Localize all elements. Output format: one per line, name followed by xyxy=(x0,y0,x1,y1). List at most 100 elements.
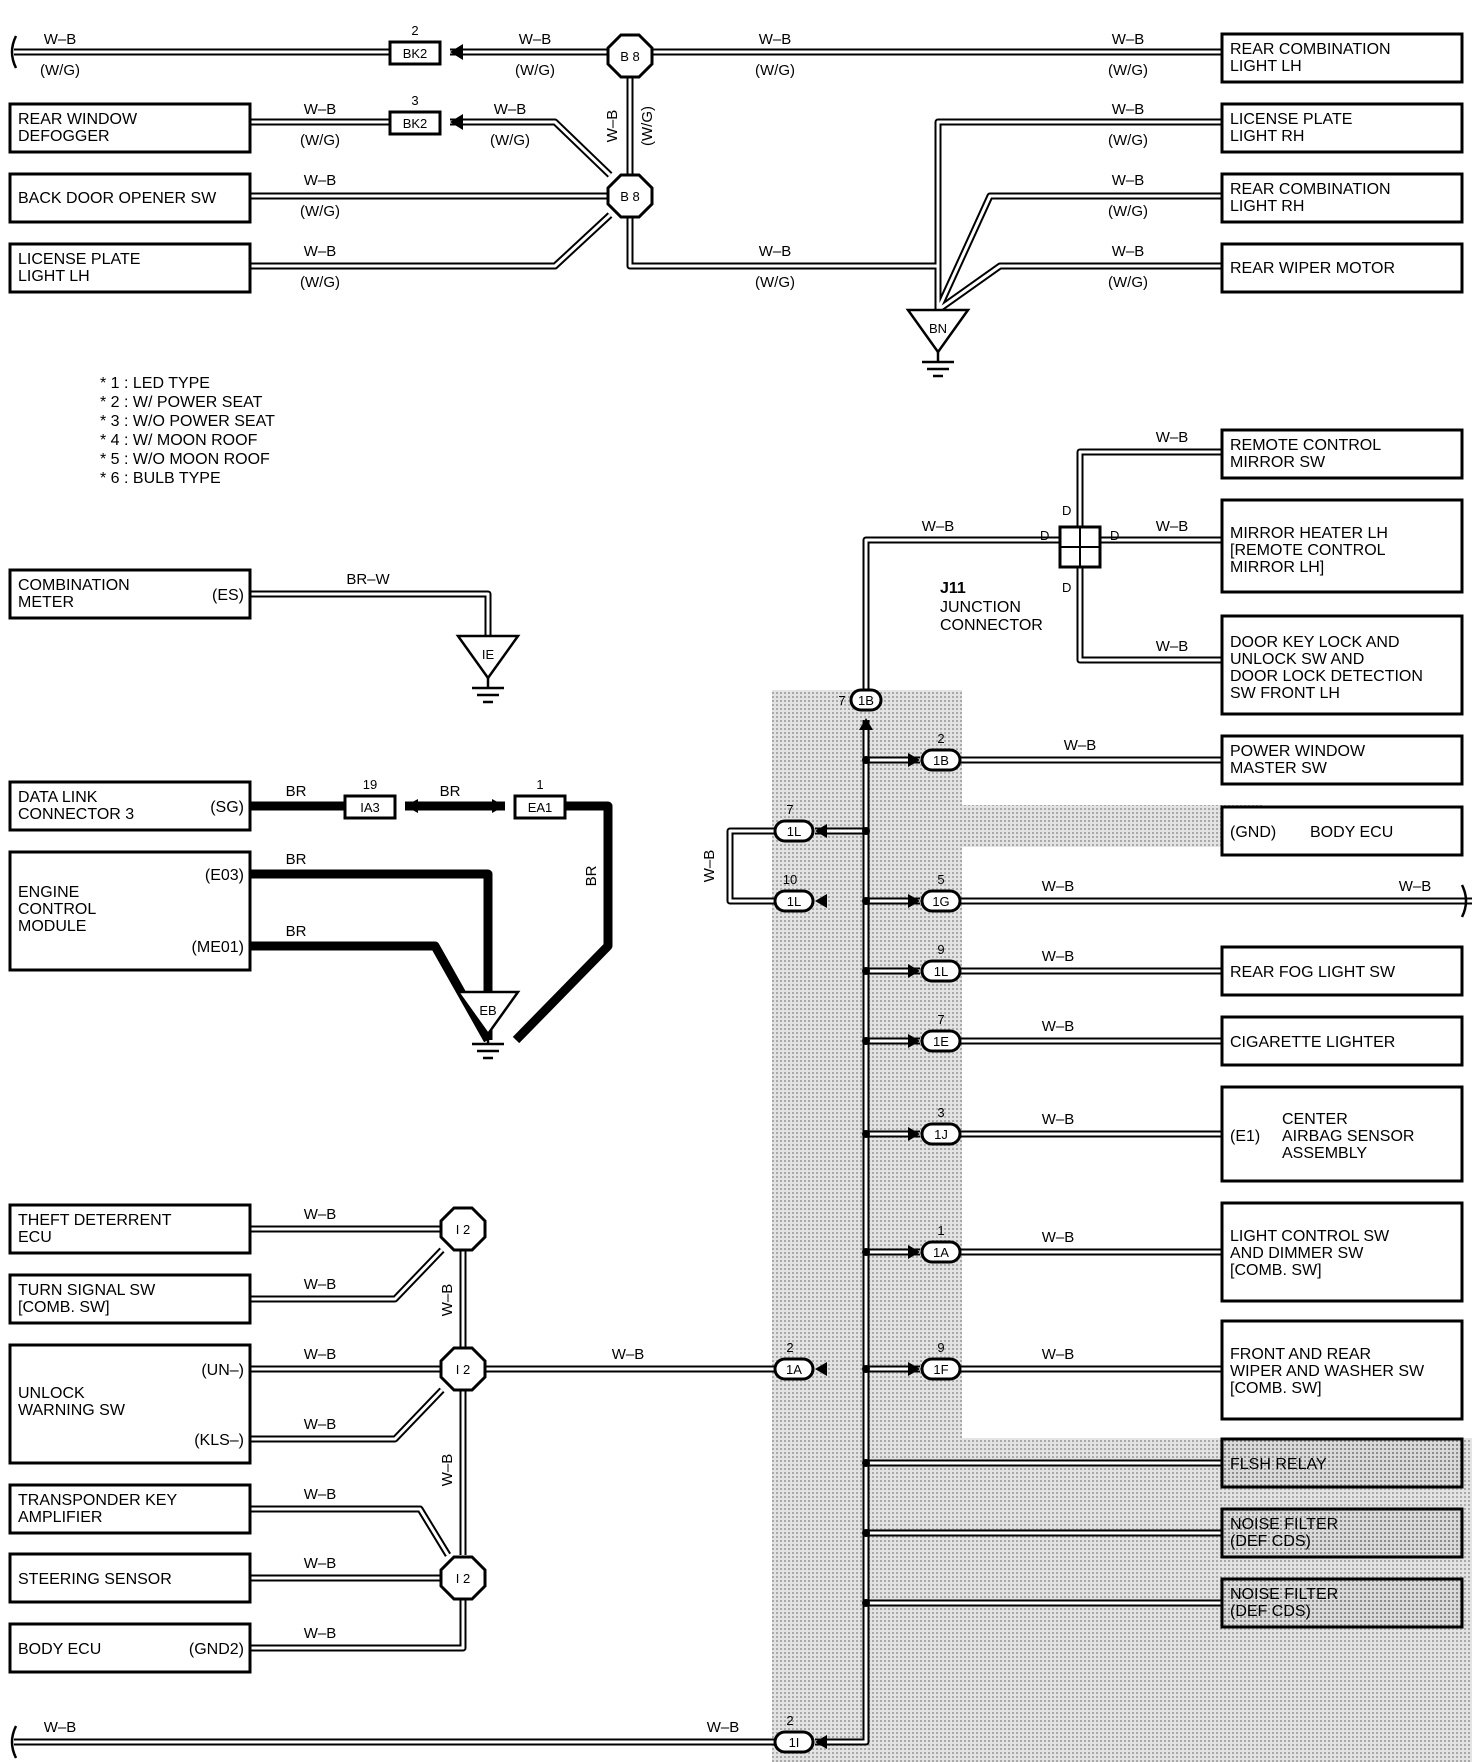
wire-label: W–B xyxy=(1042,1229,1075,1246)
unlock-warning-1: UNLOCK xyxy=(18,1385,85,1402)
wire-label: W–B xyxy=(304,1206,337,1223)
box-theft xyxy=(8,1203,252,1255)
pin-e03: (E03) xyxy=(205,867,244,884)
light-control-3: [COMB. SW] xyxy=(1230,1262,1322,1279)
license-lh-2: LIGHT LH xyxy=(18,268,90,285)
pin-gnd2: (GND2) xyxy=(189,1641,244,1658)
connector-1j xyxy=(920,1122,962,1146)
data-link-1: DATA LINK xyxy=(18,789,98,806)
c1e-code: 1E xyxy=(933,1034,949,1049)
b8-mid-code: B 8 xyxy=(620,189,640,204)
wire-label: W–B xyxy=(304,1346,337,1363)
wire-label: W–B xyxy=(44,31,77,48)
wire-label: (W/G) xyxy=(300,203,340,220)
rear-comb-rh-1: REAR COMBINATION xyxy=(1230,181,1391,198)
wire-label: W–B xyxy=(1042,878,1075,895)
door-key-4: SW FRONT LH xyxy=(1230,685,1340,702)
legend-line: * 3 : W/O POWER SEAT xyxy=(100,413,275,430)
pin-num: 9 xyxy=(937,942,944,957)
wire-label: W–B xyxy=(304,1555,337,1572)
box-remote-mirror xyxy=(1220,428,1464,480)
rear-wiper-label: REAR WIPER MOTOR xyxy=(1230,260,1395,277)
ground-ie xyxy=(455,634,521,704)
wire-label: W–B xyxy=(1112,31,1145,48)
body-ecu-r-label: BODY ECU xyxy=(1310,824,1393,841)
pin-gnd: (GND) xyxy=(1230,824,1276,841)
wire-label: W–B xyxy=(304,243,337,260)
pin-num: 2 xyxy=(937,731,944,746)
wire-label: W–B xyxy=(1064,737,1097,754)
noise2-2: (DEF CDS) xyxy=(1230,1603,1311,1620)
wiper-sw-2: WIPER AND WASHER SW xyxy=(1230,1363,1425,1380)
door-key-2: UNLOCK SW AND xyxy=(1230,651,1364,668)
pin-num: 2 xyxy=(411,23,418,38)
steering-label: STEERING SENSOR xyxy=(18,1571,172,1588)
connector-1b-r xyxy=(920,748,962,772)
back-door-opener-label: BACK DOOR OPENER SW xyxy=(18,190,217,207)
box-combination-meter xyxy=(8,568,252,620)
wire-label: (W/G) xyxy=(755,62,795,79)
legend-line: * 5 : W/O MOON ROOF xyxy=(100,451,270,468)
wire-label: BR xyxy=(286,851,307,868)
flsh-label: FLSH RELAY xyxy=(1230,1456,1327,1473)
connector-1e xyxy=(920,1029,962,1053)
wire-label: W–B xyxy=(759,31,792,48)
box-door-key xyxy=(1220,614,1464,716)
wire-label: W–B xyxy=(439,1454,456,1487)
legend: * 1 : LED TYPE * 2 : W/ POWER SEAT * 3 :… xyxy=(100,375,275,487)
connector-1a-r xyxy=(920,1240,962,1264)
wire-label: W–B xyxy=(1156,638,1189,655)
pin-num: 2 xyxy=(786,1340,793,1355)
c1a-r-code: 1A xyxy=(933,1245,949,1260)
box-rear-window-defogger xyxy=(8,102,252,154)
connector-1b-top xyxy=(849,688,883,712)
pin-num: 1 xyxy=(937,1223,944,1238)
door-key-1: DOOR KEY LOCK AND xyxy=(1230,634,1400,651)
wire-label: BR xyxy=(286,783,307,800)
connector-bk2-a xyxy=(388,40,442,66)
connector-1f xyxy=(920,1357,962,1381)
wire-label: (W/G) xyxy=(639,106,656,146)
wire-label: W–B xyxy=(1042,1111,1075,1128)
rear-comb-lh-2: LIGHT LH xyxy=(1230,58,1302,75)
combination-meter-2: METER xyxy=(18,594,74,611)
c1i-code: 1I xyxy=(789,1735,800,1750)
power-window-2: MASTER SW xyxy=(1230,760,1328,777)
ia3-code: IA3 xyxy=(360,800,380,815)
light-control-1: LIGHT CONTROL SW xyxy=(1230,1228,1390,1245)
light-control-2: AND DIMMER SW xyxy=(1230,1245,1364,1262)
ea1-code: EA1 xyxy=(528,800,553,815)
transponder-2: AMPLIFIER xyxy=(18,1509,102,1526)
j11-pin-bottom: D xyxy=(1062,580,1071,595)
wire-label: (W/G) xyxy=(40,62,80,79)
box-back-door-opener xyxy=(8,172,252,224)
bn-code: BN xyxy=(929,321,947,336)
wire-label: W–B xyxy=(1112,101,1145,118)
wire-breaks xyxy=(10,35,1468,1759)
remote-mirror-1: REMOTE CONTROL xyxy=(1230,437,1381,454)
j11-title: J11 xyxy=(940,580,966,597)
wire-label: W–B xyxy=(759,243,792,260)
wire-label: (W/G) xyxy=(1108,274,1148,291)
wiper-sw-3: [COMB. SW] xyxy=(1230,1380,1322,1397)
body-ecu-l-label: BODY ECU xyxy=(18,1641,101,1658)
box-data-link xyxy=(8,780,252,832)
box-unlock-warning xyxy=(8,1343,252,1465)
cig-label: CIGARETTE LIGHTER xyxy=(1230,1034,1395,1051)
wire-label: W–B xyxy=(922,518,955,535)
ground-bn xyxy=(905,308,971,378)
wire-label: (W/G) xyxy=(1108,203,1148,220)
legend-line: * 6 : BULB TYPE xyxy=(100,470,221,487)
box-noise1 xyxy=(1220,1507,1464,1559)
wire-label: W–B xyxy=(612,1346,645,1363)
pin-num: 19 xyxy=(363,777,377,792)
j11-pin-top: D xyxy=(1062,503,1071,518)
box-rear-wiper xyxy=(1220,242,1464,294)
c1l-c-code: 1L xyxy=(934,964,948,979)
box-flsh xyxy=(1220,1437,1464,1489)
wire-label: W–B xyxy=(304,1625,337,1642)
unlock-warning-2: WARNING SW xyxy=(18,1402,126,1419)
airbag-3: ASSEMBLY xyxy=(1282,1145,1367,1162)
ie-code: IE xyxy=(482,647,495,662)
b8-top-code: B 8 xyxy=(620,49,640,64)
